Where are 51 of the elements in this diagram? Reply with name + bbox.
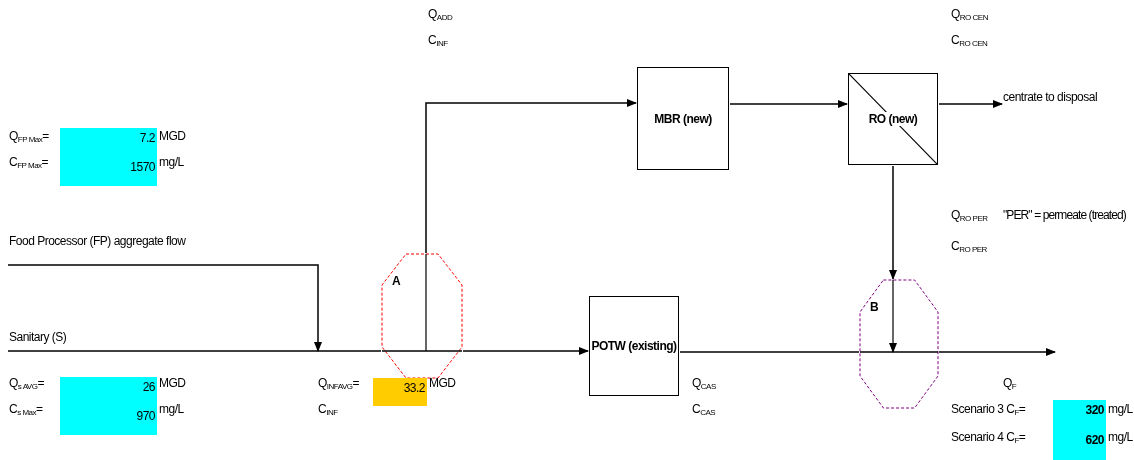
variable-label: Scenario 3 C$_{F}$= xyxy=(951,401,1026,419)
variable-label: C$_{s Max}$= xyxy=(9,401,43,419)
variable-label: mg/L xyxy=(1108,401,1133,418)
zone-letter: B xyxy=(870,300,879,314)
zone-letter: A xyxy=(392,274,401,288)
flow-arrow xyxy=(938,100,1003,108)
variable-label: Q$_{FP Max}$= xyxy=(9,128,49,146)
variable-label: Q$_{s AVG}$= xyxy=(9,375,44,393)
flow-arrow xyxy=(425,99,637,254)
flow-line xyxy=(7,350,382,352)
variable-label: MGD xyxy=(429,375,456,392)
variable-label: mg/L xyxy=(159,401,184,418)
value-cell: 33.2 xyxy=(373,378,427,406)
value-cell: 970 xyxy=(60,406,157,435)
process-box: MBR (new) xyxy=(637,67,729,170)
variable-label: C$_{RO PER}$ xyxy=(951,238,987,256)
edge-label: Sanitary (S) xyxy=(9,329,67,346)
variable-label: Q$_{CAS}$ xyxy=(692,375,716,393)
variable-label: mg/L xyxy=(1108,429,1133,446)
variable-label: Q$_{RO PER}$ xyxy=(951,207,988,225)
variable-label: Scenario 4 C$_{F}$= xyxy=(951,429,1026,447)
flow-arrow xyxy=(7,264,322,352)
flow-arrow xyxy=(462,347,589,355)
variable-label: Q$_{INFAVG}$= xyxy=(318,375,360,393)
flow-arrow xyxy=(729,100,848,108)
value-cell: 26 xyxy=(60,377,157,406)
flow-arrow xyxy=(938,348,1056,356)
variable-label: Q$_{RO CEN}$ xyxy=(951,6,988,24)
variable-label: C$_{INF}$ xyxy=(428,32,448,50)
variable-label: C$_{INF}$ xyxy=(318,401,338,419)
variable-label: C$_{CAS}$ xyxy=(692,401,716,419)
value-cell: 620 xyxy=(1053,430,1106,460)
variable-label: C$_{FP Max}$= xyxy=(9,154,49,172)
process-box: POTW (existing) xyxy=(589,296,679,396)
dashed-octagon xyxy=(382,254,462,378)
variable-label: Q$_{ADD}$ xyxy=(428,6,453,24)
value-cell: 7.2 xyxy=(60,128,157,157)
variable-label: mg/L xyxy=(159,154,184,171)
flow-line xyxy=(679,351,860,353)
note-text: "PER" = permeate (treated) xyxy=(1003,207,1126,224)
variable-label: MGD xyxy=(159,375,186,392)
dashed-octagon xyxy=(860,280,938,408)
value-cell: 1570 xyxy=(60,157,157,186)
flow-arrow xyxy=(889,165,897,280)
variable-label: C$_{RO CEN}$ xyxy=(951,32,988,50)
variable-label: MGD xyxy=(159,128,186,145)
membrane-box: RO (new) xyxy=(848,73,938,165)
variable-label: Q$_{F}$ xyxy=(1003,375,1017,393)
edge-label: Food Processor (FP) aggregate flow xyxy=(9,233,186,250)
value-cell: 320 xyxy=(1053,400,1106,430)
outlet-label: centrate to disposal xyxy=(1003,88,1098,106)
